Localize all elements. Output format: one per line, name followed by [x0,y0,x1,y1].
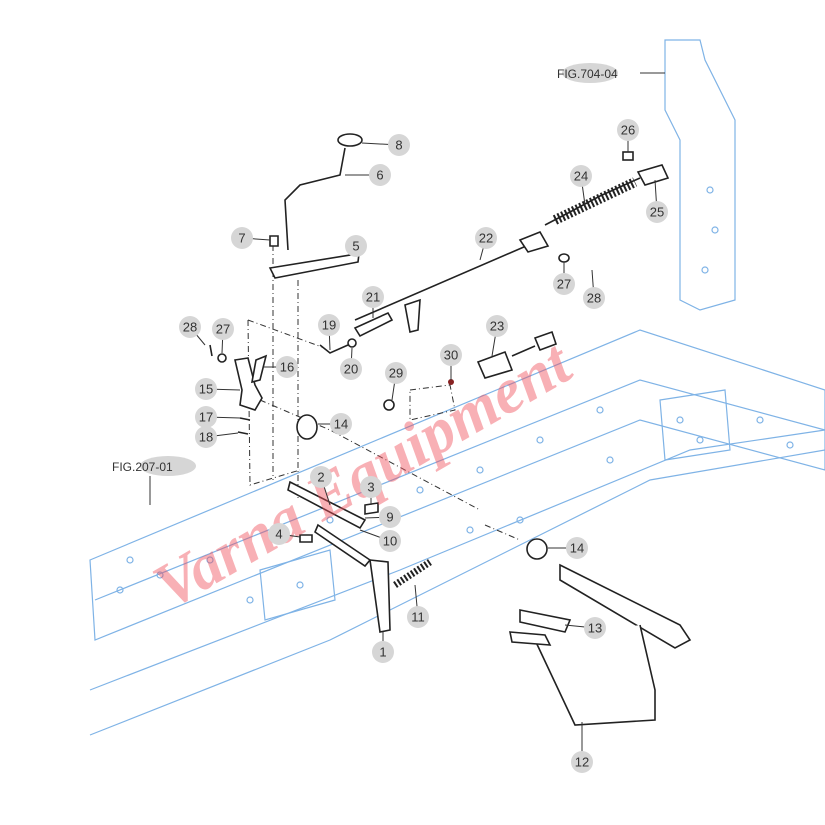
callout-bubble [195,378,217,400]
callout-bubble [362,286,384,308]
callout-number: 25 [650,205,664,220]
callout-number: 18 [199,430,213,445]
callout-number: 8 [395,138,402,153]
callout-number: 9 [386,510,393,525]
callout-bubble [407,606,429,628]
callout-number: 13 [588,621,602,636]
callout-bubble [231,227,253,249]
frame-hole [126,556,134,564]
callout-number: 7 [238,231,245,246]
frame-hole [206,556,214,564]
callout-bubble [372,641,394,663]
callout-bubble [318,314,340,336]
callout-number: 19 [322,318,336,333]
frame-hole [466,526,474,534]
frame-hole [516,516,524,524]
frame-hole [596,406,604,414]
parts [209,133,692,726]
callout-number: 14 [334,417,348,432]
watermark: Varna Equipment [142,326,584,622]
callout-bubble [195,406,217,428]
callout-number: 12 [575,755,589,770]
callout-number: 30 [444,348,458,363]
frame-hole [296,581,304,589]
callout-number: 17 [199,410,213,425]
callout-number: 27 [557,277,571,292]
figure-ref-207-01: FIG.207-01 [112,460,173,474]
callout-bubble [360,476,382,498]
callout-number: 1 [379,645,386,660]
callout-number: 10 [383,534,397,549]
callout-bubble [212,318,234,340]
callout-bubble [379,530,401,552]
callout-number: 27 [216,322,230,337]
callout-bubble [571,751,593,773]
callout-bubble [617,119,639,141]
callout-bubble [345,235,367,257]
callout-bubble [584,617,606,639]
callout-bubble [195,426,217,448]
callout-bubble [553,273,575,295]
frame-hole [606,456,614,464]
frame-hole [701,266,709,274]
callout-bubble [268,523,290,545]
callout-bubble [570,165,592,187]
frame-hole [786,441,794,449]
callout-number: 6 [376,168,383,183]
callout-bubble [310,466,332,488]
callout-bubble [276,356,298,378]
callout-number: 28 [587,291,601,306]
callout-bubble [379,506,401,528]
frame-hole [326,516,334,524]
callout-number: 28 [183,320,197,335]
frame-hole [156,571,164,579]
callout-bubble [330,413,352,435]
frame-hole [676,416,684,424]
frame-hole [116,586,124,594]
callout-bubble [566,537,588,559]
frame-hole [476,466,484,474]
callout-bubble [475,227,497,249]
callout-number: 3 [367,480,374,495]
callout-number: 15 [199,382,213,397]
callout-number: 11 [411,610,425,625]
callout-number: 22 [479,231,493,246]
callout-number: 24 [574,169,588,184]
callout-bubble [440,344,462,366]
frame-hole [756,416,764,424]
callout-number: 2 [317,470,324,485]
frame-hole [711,226,719,234]
callout-number: 4 [275,527,282,542]
callout-bubbles [179,119,668,773]
callout-bubble [486,315,508,337]
frame-hole [246,596,254,604]
callout-bubble [583,287,605,309]
callout-number: 29 [389,366,403,381]
callout-bubble [369,164,391,186]
figure-ref-704-04: FIG.704-04 [557,67,618,81]
callout-bubble [646,201,668,223]
callout-number: 26 [621,123,635,138]
callout-number: 21 [366,290,380,305]
callout-bubble [388,134,410,156]
callout-bubble [340,358,362,380]
callout-bubble [385,362,407,384]
frame-hole [416,486,424,494]
figure-references: FIG.704-04 FIG.207-01 [112,63,665,505]
callout-number: 16 [280,360,294,375]
frame-hole [536,436,544,444]
frame-hole [696,436,704,444]
chassis-frame [89,39,825,736]
callout-number: 23 [490,319,504,334]
callout-number: 5 [352,239,359,254]
callout-number: 20 [344,362,358,377]
callout-number: 14 [570,541,584,556]
frame-hole [706,186,714,194]
callout-bubble [179,316,201,338]
